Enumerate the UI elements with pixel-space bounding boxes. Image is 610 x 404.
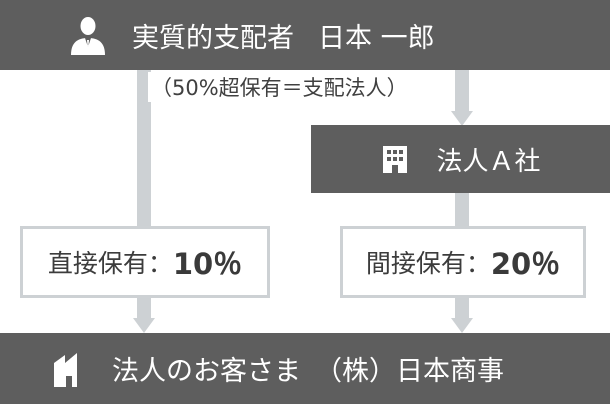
client-role-label: 法人のお客さま (112, 356, 301, 387)
client-company-name: （株）日本商事 (315, 356, 504, 387)
owner-name: 日本 一郎 (318, 22, 435, 54)
direct-holding-box: 直接保有：10％ (20, 226, 270, 298)
arrow-left-down (133, 318, 155, 333)
corporation-a-bar: 法人Ａ社 (311, 125, 610, 193)
client-company-bar: 法人のお客さま （株）日本商事 (0, 333, 610, 404)
indirect-holding-value: 20％ (490, 247, 561, 281)
person-icon (71, 17, 105, 55)
corporation-a-label: 法人Ａ社 (436, 146, 541, 177)
arrow-right-down (451, 318, 473, 333)
owner-role-label: 実質的支配者 (132, 22, 294, 54)
direct-holding-value: 10％ (172, 247, 243, 281)
beneficial-owner-bar: 実質的支配者日本 一郎 (0, 0, 610, 70)
direct-holding-label: 直接保有： (47, 249, 173, 278)
indirect-holding-box: 間接保有：20％ (340, 226, 586, 298)
factory-icon (54, 352, 77, 387)
connector-right-top-vertical (455, 70, 469, 112)
building-icon (383, 146, 408, 173)
indirect-holding-label: 間接保有： (365, 249, 491, 278)
control-caption: （50%超保有＝支配法人） (148, 72, 411, 102)
arrow-right-to-corporation (451, 111, 473, 126)
